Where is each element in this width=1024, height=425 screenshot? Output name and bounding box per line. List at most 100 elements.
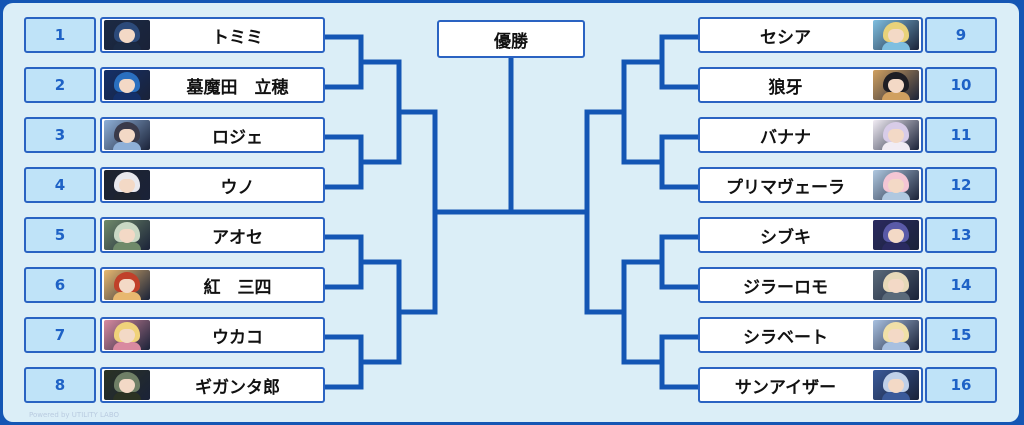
avatar	[104, 220, 150, 250]
avatar-body	[882, 92, 910, 100]
seed-number: 15	[925, 317, 997, 353]
player-slot-14[interactable]: ジラーロモ	[698, 267, 923, 303]
avatar-body	[882, 192, 910, 200]
avatar	[104, 370, 150, 400]
avatar-face	[888, 379, 904, 393]
player-slot-1[interactable]: トミミ	[100, 17, 325, 53]
seed-number: 16	[925, 367, 997, 403]
player-name: ロジェ	[212, 127, 263, 148]
player-name: ウカコ	[212, 327, 263, 348]
avatar-face	[119, 29, 135, 43]
avatar-face	[119, 379, 135, 393]
player-slot-7[interactable]: ウカコ	[100, 317, 325, 353]
avatar	[873, 220, 919, 250]
player-slot-12[interactable]: プリマヴェーラ	[698, 167, 923, 203]
player-slot-5[interactable]: アオセ	[100, 217, 325, 253]
player-slot-6[interactable]: 紅 三四	[100, 267, 325, 303]
avatar-face	[888, 79, 904, 93]
avatar-body	[882, 42, 910, 50]
player-slot-11[interactable]: バナナ	[698, 117, 923, 153]
avatar-face	[888, 129, 904, 143]
player-name: プリマヴェーラ	[726, 177, 845, 198]
player-slot-2[interactable]: 墓魔田 立穂	[100, 67, 325, 103]
player-slot-3[interactable]: ロジェ	[100, 117, 325, 153]
player-slot-15[interactable]: シラベート	[698, 317, 923, 353]
avatar-body	[113, 242, 141, 250]
avatar-face	[119, 179, 135, 193]
avatar-body	[113, 392, 141, 400]
avatar	[873, 20, 919, 50]
avatar-body	[882, 142, 910, 150]
seed-number: 8	[24, 367, 96, 403]
player-name: ジラーロモ	[743, 277, 828, 298]
player-name: セシア	[760, 27, 811, 48]
avatar	[873, 370, 919, 400]
player-name: アオセ	[212, 227, 263, 248]
seed-number: 11	[925, 117, 997, 153]
avatar-body	[113, 292, 141, 300]
seed-number: 1	[24, 17, 96, 53]
avatar-body	[113, 42, 141, 50]
avatar	[104, 20, 150, 50]
seed-number: 7	[24, 317, 96, 353]
avatar-body	[113, 142, 141, 150]
avatar-face	[119, 279, 135, 293]
powered-by-label: Powered by UTILITY LABO	[29, 411, 120, 419]
avatar-face	[888, 329, 904, 343]
seed-number: 13	[925, 217, 997, 253]
player-slot-4[interactable]: ウノ	[100, 167, 325, 203]
avatar-face	[119, 229, 135, 243]
player-name: ギガンタ郎	[195, 377, 280, 398]
avatar-body	[882, 392, 910, 400]
bracket-lines	[322, 34, 701, 390]
player-name: シラベート	[743, 327, 828, 348]
player-name: 紅 三四	[203, 277, 272, 298]
avatar-body	[113, 342, 141, 350]
avatar-face	[888, 29, 904, 43]
player-name: 狼牙	[768, 77, 803, 98]
avatar	[873, 70, 919, 100]
avatar-face	[888, 179, 904, 193]
player-slot-13[interactable]: シブキ	[698, 217, 923, 253]
player-name: ウノ	[220, 177, 255, 198]
seed-number: 10	[925, 67, 997, 103]
avatar-body	[882, 342, 910, 350]
avatar-face	[119, 79, 135, 93]
avatar-body	[882, 242, 910, 250]
champion-label: 優勝	[494, 31, 528, 52]
seed-number: 12	[925, 167, 997, 203]
avatar	[104, 170, 150, 200]
seed-number: 2	[24, 67, 96, 103]
seed-number: 14	[925, 267, 997, 303]
player-name: 墓魔田 立穂	[186, 77, 289, 98]
avatar	[873, 120, 919, 150]
avatar-body	[113, 92, 141, 100]
player-slot-9[interactable]: セシア	[698, 17, 923, 53]
seed-number: 6	[24, 267, 96, 303]
player-name: トミミ	[212, 27, 263, 48]
player-name: サンアイザー	[734, 377, 837, 398]
avatar-body	[882, 292, 910, 300]
player-slot-8[interactable]: ギガンタ郎	[100, 367, 325, 403]
avatar	[873, 170, 919, 200]
avatar-face	[119, 329, 135, 343]
avatar	[873, 270, 919, 300]
avatar-body	[113, 192, 141, 200]
seed-number: 4	[24, 167, 96, 203]
champion-box: 優勝	[437, 20, 585, 58]
avatar	[104, 70, 150, 100]
bracket-frame: 優勝 1 トミミ 2 墓魔田 立穂 3 ロジェ 4 ウノ 5 アオセ 6 紅 三四 7 ウカコ 8 ギガンタ郎…	[3, 3, 1019, 422]
player-name: バナナ	[760, 127, 811, 148]
player-name: シブキ	[760, 227, 811, 248]
player-slot-10[interactable]: 狼牙	[698, 67, 923, 103]
player-slot-16[interactable]: サンアイザー	[698, 367, 923, 403]
seed-number: 5	[24, 217, 96, 253]
seed-number: 9	[925, 17, 997, 53]
avatar-face	[888, 279, 904, 293]
avatar-face	[888, 229, 904, 243]
avatar	[873, 320, 919, 350]
seed-number: 3	[24, 117, 96, 153]
avatar	[104, 320, 150, 350]
avatar	[104, 270, 150, 300]
avatar-face	[119, 129, 135, 143]
